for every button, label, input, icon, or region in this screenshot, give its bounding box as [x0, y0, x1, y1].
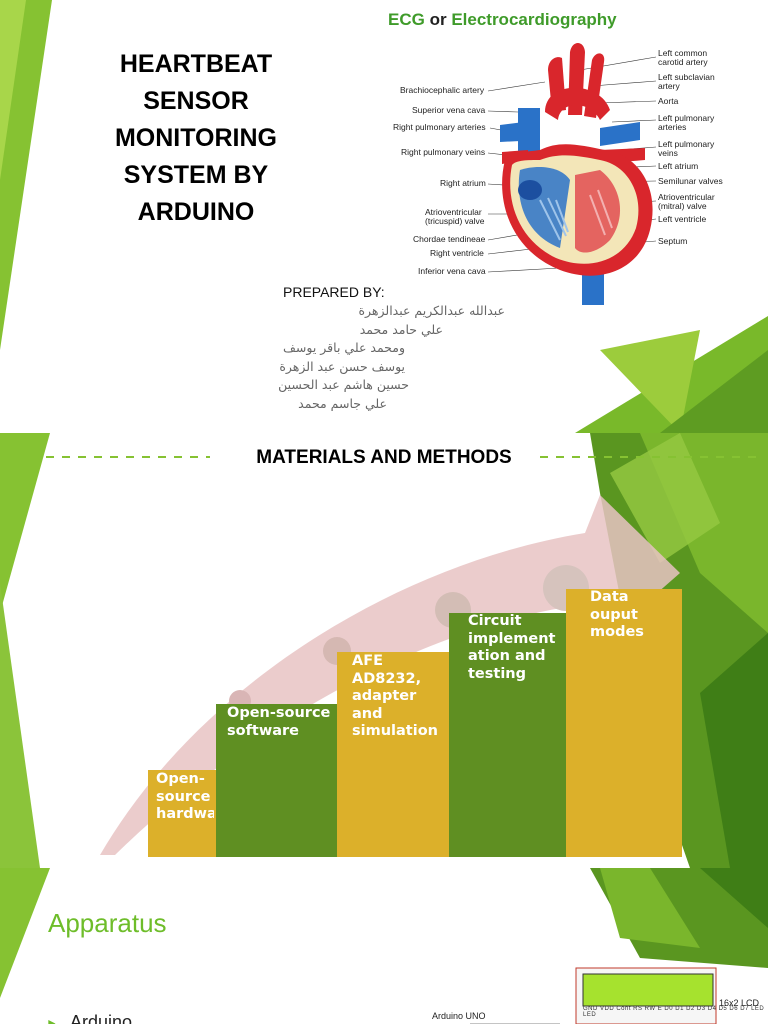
step-label-5: Data ouput modes [590, 589, 644, 640]
left-chambers [575, 170, 621, 253]
label-septum: Septum [658, 236, 688, 246]
label-right-pulmonary-arteries: Right pulmonary arteries [393, 122, 486, 132]
left-shard [0, 868, 50, 998]
right-light-shard [610, 433, 720, 563]
label-inferior-vena-cava: Inferior vena cava [418, 266, 486, 276]
label-pulmonary-arteries: arteries [658, 122, 687, 132]
step-label-1: Open- source hardware [156, 771, 214, 822]
label-semilunar-valves: Semilunar valves [658, 176, 723, 186]
materials-methods-slide: MATERIALS AND METHODS Open- source hardw… [0, 433, 768, 868]
page-title: HEARTBEAT SENSOR MONITORING SYSTEM BY AR… [96, 46, 296, 231]
label-pulmonary-veins: veins [658, 148, 678, 158]
right-deep-shard [700, 868, 768, 928]
bottom-right-shard-2 [600, 330, 700, 433]
label-tricuspid-valve: (tricuspid) valve [425, 216, 485, 226]
title-line: SYSTEM BY [123, 161, 269, 189]
figure-title-ecg: ECG [388, 10, 425, 29]
step-box-5 [566, 589, 682, 857]
figure-title-ecg-full: Electrocardiography [451, 10, 617, 29]
step-box-4 [449, 613, 567, 857]
title-line: SENSOR [143, 87, 249, 115]
author-name: ومحمد علي باقر يوسف [282, 340, 405, 355]
progress-arrow [100, 495, 680, 855]
label-left-ventricle: Left ventricle [658, 214, 707, 224]
label-left-pulmonary: Left pulmonary [658, 113, 715, 123]
author-name: علي حامد محمد [359, 321, 443, 337]
title-line: HEARTBEAT [119, 50, 273, 78]
author-list: عبدالله عبدالكريم عبدالزهرة علي حامد محم… [180, 302, 505, 413]
slide1-background [0, 0, 768, 433]
lcd-label: 16x2 LCD [719, 998, 760, 1008]
heart-diagram [487, 43, 657, 305]
section-title: MATERIALS AND METHODS [256, 447, 512, 468]
label-subclavian-artery: artery [658, 81, 680, 91]
right-mid-shard [600, 868, 700, 948]
prepared-by-label: PREPARED BY: [283, 284, 385, 300]
title-line: MONITORING [114, 124, 278, 152]
left-light-shard [0, 0, 26, 180]
author-name: علي جاسم محمد [298, 395, 387, 411]
step-label-3: AFE AD8232, adapter and simulation [352, 653, 438, 739]
label-left-common: Left common [658, 48, 708, 58]
arduino-board-label: Arduino UNO [432, 1011, 486, 1021]
author-name: يوسف حسن عبد الزهرة [279, 358, 405, 374]
step-label-4: Circuit implement ation and testing [468, 613, 556, 682]
bullet-arrow-icon: ► [46, 1016, 58, 1024]
left-shard [0, 583, 40, 868]
figure-title-or: or [429, 10, 447, 29]
label-left-subclavian: Left subclavian [658, 72, 715, 82]
label-chordae-tendineae: Chordae tendineae [413, 234, 486, 244]
label-mitral-valve: (mitral) valve [658, 201, 707, 211]
lcd-screen [582, 973, 714, 1007]
label-carotid-artery: carotid artery [658, 57, 708, 67]
label-right-pulmonary-veins: Right pulmonary veins [401, 147, 486, 157]
apparatus-slide: Apparatus ► Arduino Arduino UNO 16x2 LCD… [0, 868, 768, 1024]
step-box-2 [216, 704, 338, 857]
title-slide: HEARTBEAT SENSOR MONITORING SYSTEM BY AR… [0, 0, 768, 433]
left-pulmonary-artery [600, 122, 640, 146]
right-deep-shard [700, 633, 768, 868]
apparatus-title: Apparatus [48, 908, 167, 938]
author-name: عبدالله عبدالكريم عبدالزهرة [358, 303, 505, 318]
apparatus-item: Arduino [70, 1012, 133, 1024]
label-left-pulmonary-v: Left pulmonary [658, 139, 715, 149]
tricuspid-opening [518, 180, 542, 200]
label-left-atrium: Left atrium [658, 161, 699, 171]
slide2-background [0, 433, 768, 868]
title-line: ARDUINO [137, 198, 255, 226]
bottom-right-shard-3 [660, 350, 768, 433]
label-av-mitral: Atrioventricular [658, 192, 715, 202]
label-av-valve: Atrioventricular [425, 207, 482, 217]
label-aorta: Aorta [658, 96, 679, 106]
step-boxes [148, 589, 682, 857]
lcd-pin-labels: GND VDD Cont RS RW E D0 D1 D2 D3 D4 D5 D… [583, 1006, 765, 1018]
aortic-arch [545, 87, 610, 120]
chordae-tendineae [539, 197, 569, 241]
mitral-chordae [589, 189, 613, 236]
label-superior-vena-cava: Superior vena cava [412, 105, 486, 115]
label-right-atrium: Right atrium [440, 178, 486, 188]
label-brachiocephalic-artery: Brachiocephalic artery [400, 85, 485, 95]
right-pulmonary-artery [500, 120, 540, 142]
label-right-ventricle: Right ventricle [430, 248, 484, 258]
left-shard-top [0, 433, 50, 613]
step-label-2: Open-source software [227, 705, 331, 739]
figure-title: ECG or Electrocardiography [388, 10, 617, 30]
step-box-3 [337, 652, 449, 857]
slide3-background [0, 868, 768, 1024]
author-name: حسين هاشم عبد الحسين [278, 377, 409, 392]
